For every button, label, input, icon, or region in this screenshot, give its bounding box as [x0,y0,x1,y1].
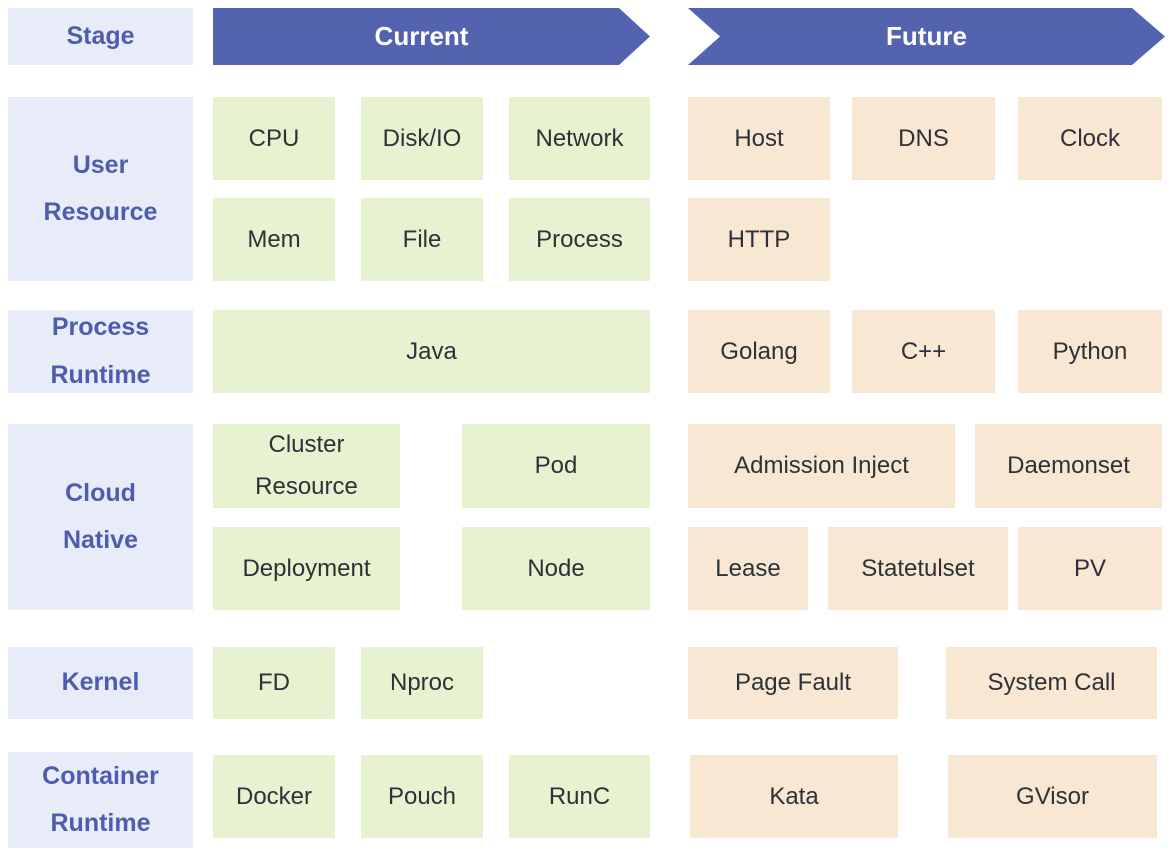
cell-cpu: CPU [213,97,335,180]
row-label-line: Runtime [50,360,151,389]
cell-node: Node [462,527,650,610]
stage-header-box: Stage [8,8,193,65]
cell-pv: PV [1018,527,1162,610]
cell-disk-io: Disk/IO [361,97,483,180]
row-label-line: Cloud [65,478,136,507]
row-label-container-runtime: Container Runtime [8,752,193,848]
row-label-process-runtime: Process Runtime [8,310,193,393]
cell-deployment: Deployment [213,527,400,610]
cell-process: Process [509,198,650,281]
cell-statetulset: Statetulset [828,527,1008,610]
row-label-cloud-native: Cloud Native [8,424,193,610]
future-stage-label: Future [886,21,967,51]
cell-fd: FD [213,647,335,719]
cell-kata: Kata [690,755,898,838]
cell-dns: DNS [852,97,995,180]
row-label-line: Kernel [61,668,140,697]
cell-runc: RunC [509,755,650,838]
row-label-line: User [72,150,129,179]
cell-cluster-resource: Cluster Resource [213,424,400,508]
current-stage-label: Current [374,21,469,51]
cell-cpp: C++ [852,310,995,393]
current-stage-arrow: Current [213,8,650,65]
cell-gvisor: GVisor [948,755,1157,838]
cell-http: HTTP [688,198,830,281]
row-label-line: Container [42,761,159,790]
cell-file: File [361,198,483,281]
cell-clock: Clock [1018,97,1162,180]
cell-admission-inject: Admission Inject [688,424,955,508]
row-label-line: Native [62,526,139,554]
cell-java: Java [213,310,650,393]
stage-header-label: Stage [66,21,135,50]
cell-lease: Lease [688,527,808,610]
row-label-user-resource: User Resource [8,97,193,281]
cell-network: Network [509,97,650,180]
cell-page-fault: Page Fault [688,647,898,719]
row-label-line: Process [51,313,150,341]
cell-host: Host [688,97,830,180]
cell-pouch: Pouch [361,755,483,838]
future-stage-arrow: Future [688,8,1165,65]
row-label-kernel: Kernel [8,647,193,719]
cell-pod: Pod [462,424,650,508]
cell-docker: Docker [213,755,335,838]
cell-python: Python [1018,310,1162,393]
cell-golang: Golang [688,310,830,393]
row-label-line: Resource [43,198,158,226]
cell-daemonset: Daemonset [975,424,1162,508]
cell-system-call: System Call [946,647,1157,719]
row-label-line: Runtime [50,809,151,837]
cell-nproc: Nproc [361,647,483,719]
cell-mem: Mem [213,198,335,281]
